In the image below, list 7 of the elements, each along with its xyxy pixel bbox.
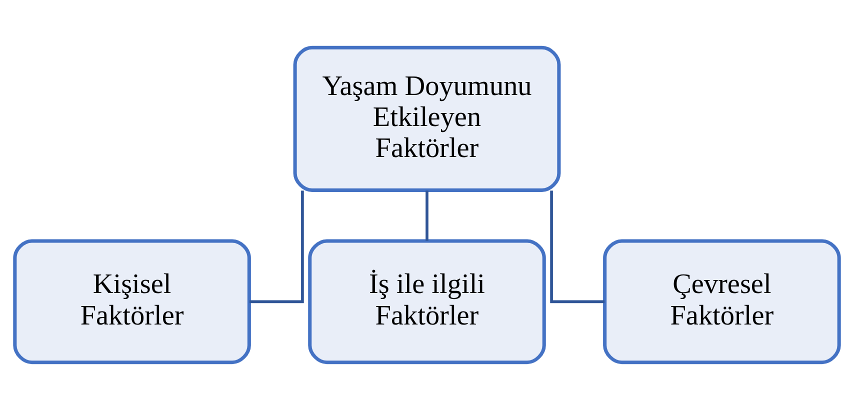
connector: [426, 190, 428, 240]
connector: [249, 190, 304, 303]
node-box: Çevresel Faktörler: [603, 238, 841, 364]
connector: [550, 190, 605, 303]
node-box: İş ile ilgili Faktörler: [308, 238, 546, 364]
node-box: Yaşam Doyumunu Etkileyen Faktörler: [293, 45, 561, 192]
node-box: Kişisel Faktörler: [13, 238, 251, 364]
